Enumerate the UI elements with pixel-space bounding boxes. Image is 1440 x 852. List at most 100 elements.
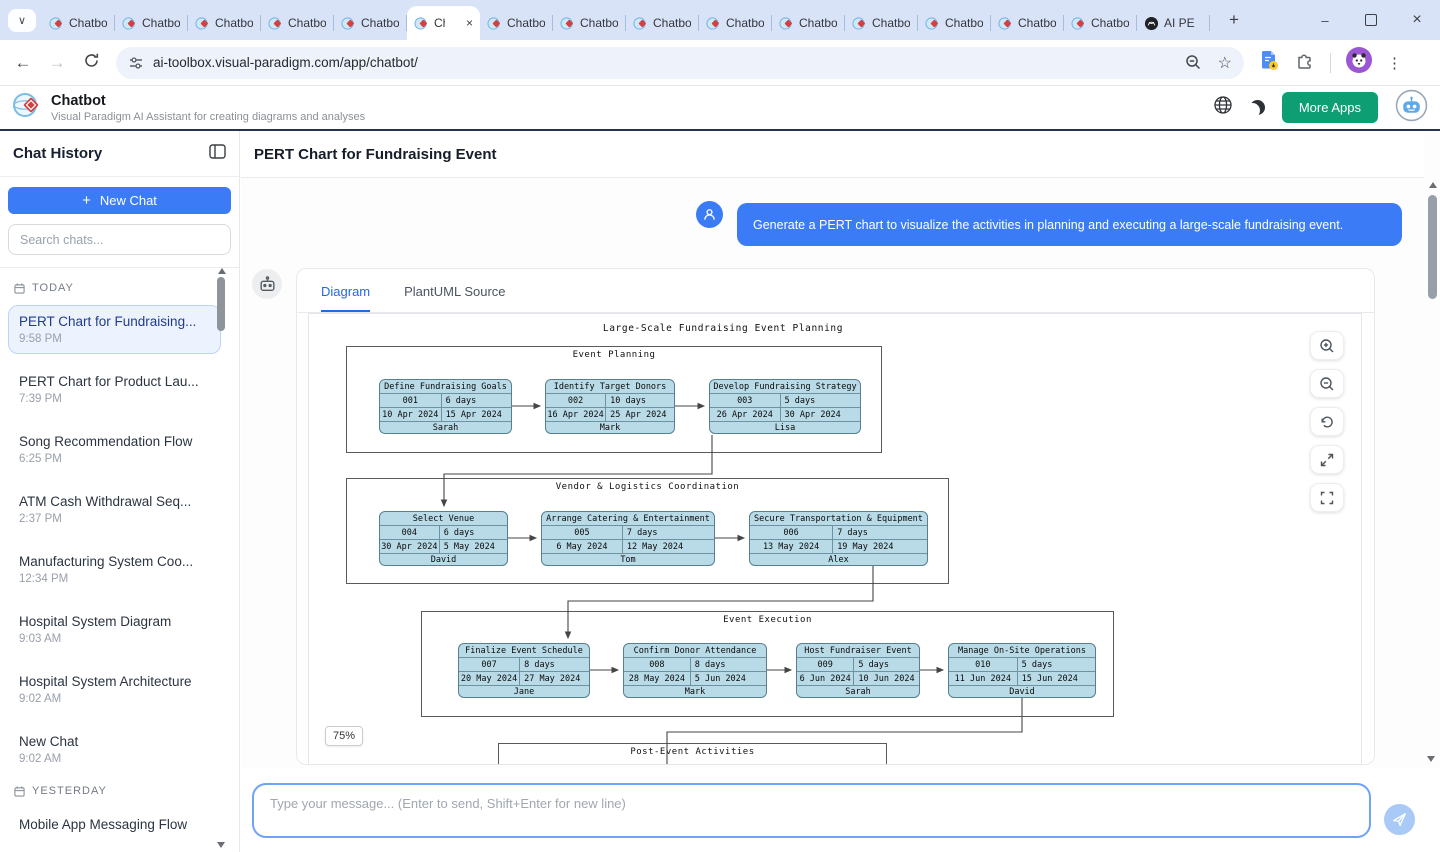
browser-tab[interactable]: Chatbot × — [772, 6, 845, 40]
reading-list-icon[interactable] — [1258, 49, 1280, 76]
browser-tab[interactable]: Chatbot × — [1064, 6, 1137, 40]
scroll-up-arrow[interactable] — [1428, 182, 1437, 188]
language-button[interactable] — [1213, 95, 1233, 120]
dark-mode-toggle[interactable] — [1250, 100, 1265, 115]
visual-paradigm-favicon — [414, 16, 429, 31]
reload-button[interactable] — [74, 52, 108, 74]
task-duration: 5 days — [858, 659, 890, 670]
chat-history-item[interactable]: Hospital System Diagram 9:03 AM — [8, 605, 221, 654]
browser-tab[interactable]: Chatbot × — [261, 6, 334, 40]
browser-tab[interactable]: Chatbot × — [991, 6, 1064, 40]
browser-tab[interactable]: Chatbot × — [42, 6, 115, 40]
site-settings-icon[interactable] — [128, 55, 144, 71]
browser-tab[interactable]: Chatbot × — [115, 6, 188, 40]
reset-zoom-button[interactable] — [1310, 407, 1344, 436]
more-apps-button[interactable]: More Apps — [1281, 92, 1378, 123]
browser-tab[interactable]: Chatbot × — [918, 6, 991, 40]
task-name: Arrange Catering & Entertainment — [542, 512, 714, 526]
task-end-date: 12 May 2024 — [626, 541, 684, 552]
task-code: 005 — [542, 526, 623, 539]
task-duration: 7 days — [837, 527, 868, 538]
browser-tab[interactable]: Chatbot × — [553, 6, 626, 40]
chat-history-item[interactable]: Mobile App Messaging Flow 11:49 PM — [8, 808, 221, 835]
browser-menu-button[interactable]: ⋮ — [1387, 54, 1402, 72]
browser-tab[interactable]: Chatbot × — [407, 6, 480, 40]
chat-history-item[interactable]: PERT Chart for Product Lau... 7:39 PM — [8, 365, 221, 414]
calendar-icon — [14, 282, 25, 294]
chat-history-item[interactable]: ATM Cash Withdrawal Seq... 2:37 PM — [8, 485, 221, 534]
browser-tab[interactable]: Chatbot × — [845, 6, 918, 40]
app-title: Chatbot — [51, 92, 106, 109]
browser-tab[interactable]: Chatbot × — [480, 6, 553, 40]
task-name: Develop Fundraising Strategy — [710, 380, 860, 394]
search-chats-input[interactable] — [8, 224, 231, 255]
send-button[interactable] — [1384, 804, 1415, 835]
visual-paradigm-favicon — [998, 16, 1013, 31]
maximize-button[interactable] — [1348, 0, 1394, 40]
task-name: Finalize Event Schedule — [459, 644, 589, 658]
profile-avatar[interactable] — [1346, 47, 1372, 78]
scrollbar-thumb[interactable] — [1428, 195, 1437, 299]
visual-paradigm-favicon — [925, 16, 940, 31]
new-tab-button[interactable]: + — [1222, 8, 1246, 32]
scroll-down-arrow[interactable] — [217, 842, 225, 848]
tab-title: Chatbot — [872, 16, 910, 30]
chat-history-item[interactable]: Song Recommendation Flow 6:25 PM — [8, 425, 221, 474]
tab-title: Chatbot — [653, 16, 691, 30]
scrollbar-thumb[interactable] — [217, 277, 225, 331]
sidebar-scrollbar[interactable] — [216, 266, 227, 852]
back-button[interactable]: ← — [6, 53, 40, 73]
chat-item-title: PERT Chart for Product Lau... — [19, 374, 199, 389]
browser-tab[interactable]: Chatbot × — [334, 6, 407, 40]
tab-plantuml-source[interactable]: PlantUML Source — [404, 284, 506, 299]
task-end-date: 19 May 2024 — [837, 541, 894, 552]
fullscreen-button[interactable] — [1310, 483, 1344, 512]
zoom-level-badge: 75% — [325, 726, 364, 746]
zoom-in-button[interactable] — [1310, 331, 1344, 360]
pert-group-box: Post-Event Activities — [498, 743, 887, 764]
visual-paradigm-favicon — [122, 16, 137, 31]
browser-tab[interactable]: Chatbot × — [699, 6, 772, 40]
diagram-toolbar — [1310, 331, 1344, 512]
chat-history-item[interactable]: Manufacturing System Coo... 12:34 PM — [8, 545, 221, 594]
new-chat-button[interactable]: + New Chat — [8, 187, 231, 214]
visual-paradigm-favicon — [268, 16, 283, 31]
tab-title: Chatbot — [215, 16, 253, 30]
zoom-out-button[interactable] — [1310, 369, 1344, 398]
url-bar[interactable]: ai-toolbox.visual-paradigm.com/app/chatb… — [116, 46, 1244, 79]
minimize-button[interactable]: – — [1302, 0, 1348, 40]
chat-history-item[interactable]: Hospital System Architecture 9:02 AM — [8, 665, 221, 714]
chat-history-item[interactable]: PERT Chart for Fundraising... 9:58 PM — [8, 305, 221, 354]
task-owner: David — [430, 554, 457, 565]
browser-tab[interactable]: Chatbot × — [188, 6, 261, 40]
extensions-button[interactable] — [1295, 50, 1315, 75]
pert-task-node: Identify Target Donors 002 10 days 16 Ap… — [545, 379, 675, 434]
chat-history-item[interactable]: New Chat 9:02 AM — [8, 725, 221, 774]
main-scrollbar[interactable] — [1426, 180, 1439, 766]
tab-title: Chatbot — [142, 16, 180, 30]
expand-button[interactable] — [1310, 445, 1344, 474]
task-owner: Sarah — [432, 422, 459, 433]
chatbot-logo-icon[interactable] — [1395, 89, 1428, 127]
scroll-up-arrow[interactable] — [217, 268, 226, 274]
visual-paradigm-favicon — [779, 16, 794, 31]
url-text[interactable]: ai-toolbox.visual-paradigm.com/app/chatb… — [153, 55, 418, 70]
star-icon: ☆ — [1217, 54, 1232, 72]
tab-diagram[interactable]: Diagram — [321, 284, 371, 312]
browser-tab[interactable]: AI PE — [1137, 6, 1210, 40]
collapse-sidebar-button[interactable] — [209, 143, 226, 164]
diagram-viewport[interactable]: Large-Scale Fundraising Event Planning E… — [308, 313, 1362, 765]
close-window-button[interactable]: × — [1394, 0, 1440, 40]
bookmark-button[interactable]: ☆ — [1218, 53, 1232, 73]
forward-button[interactable]: → — [40, 53, 74, 73]
zoom-out-page-button[interactable] — [1185, 54, 1202, 71]
pert-task-node: Manage On-Site Operations 010 5 days 11 … — [948, 643, 1096, 698]
browser-tab[interactable]: Chatbot × — [626, 6, 699, 40]
chat-history-section-label: TODAY — [14, 282, 239, 294]
message-input[interactable] — [252, 783, 1371, 838]
tab-close-icon[interactable]: × — [465, 16, 473, 30]
scroll-down-arrow[interactable] — [1427, 756, 1435, 762]
task-owner: Jane — [513, 686, 535, 697]
tab-search-button[interactable]: ∨ — [8, 9, 36, 32]
pert-group-title: Post-Event Activities — [630, 747, 755, 757]
